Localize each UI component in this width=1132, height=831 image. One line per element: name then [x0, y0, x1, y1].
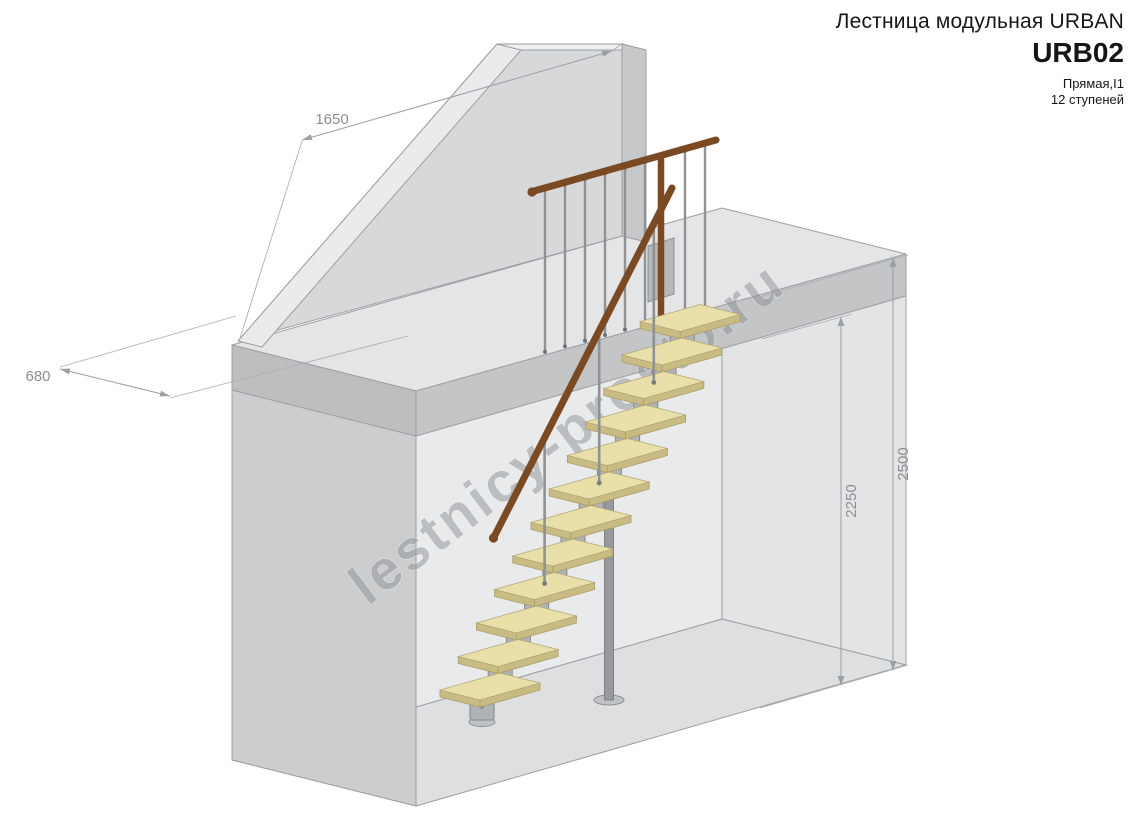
stair-tread	[493, 572, 597, 600]
dim-label-1650: 1650	[315, 111, 348, 128]
dim-label-2500: 2500	[895, 447, 912, 480]
landing-handrail	[530, 136, 720, 195]
baluster-foot	[563, 344, 567, 349]
stair-tread	[638, 304, 742, 332]
landing-slab-left	[231, 344, 417, 437]
extension-lines	[59, 42, 909, 709]
baluster-foot	[623, 327, 627, 332]
stair-tread	[584, 404, 688, 433]
baluster-foot	[603, 333, 607, 338]
flight-baluster-foot	[651, 380, 657, 385]
stair-tread	[547, 471, 651, 500]
dim-label-680: 680	[25, 368, 50, 385]
flight-handrail	[491, 184, 676, 539]
modular-staircase	[438, 184, 742, 727]
baluster-foot	[543, 349, 547, 354]
stair-tread	[474, 605, 578, 634]
handrail-end-cap	[527, 187, 537, 197]
stair-tread	[456, 639, 560, 667]
flight-handrail-end-cap	[488, 533, 499, 543]
title-block: Лестница модульная URBAN URB02 Прямая,I1…	[836, 10, 1124, 107]
stair-tread	[602, 371, 706, 399]
flight-baluster-foot	[596, 480, 602, 486]
product-title: Лестница модульная URBAN	[835, 10, 1124, 33]
baluster-foot	[583, 338, 587, 343]
dimension-arrows	[60, 50, 897, 685]
product-steps: 12 ступеней	[1050, 92, 1124, 107]
stair-tread	[438, 672, 542, 701]
product-type: Прямая,I1	[1062, 76, 1124, 91]
dimension-annotations: 1650 680 2250 2500	[25, 42, 912, 709]
product-model: URB02	[1032, 37, 1124, 68]
stair-tread	[620, 337, 724, 366]
flight-baluster-foot	[542, 581, 547, 586]
dimension-lines	[59, 50, 894, 685]
stair-tread	[511, 538, 615, 567]
dim-label-2250: 2250	[843, 484, 860, 517]
stair-tread	[529, 505, 633, 533]
dimension-labels: 1650 680 2250 2500	[25, 111, 912, 518]
stair-tread	[565, 438, 669, 466]
